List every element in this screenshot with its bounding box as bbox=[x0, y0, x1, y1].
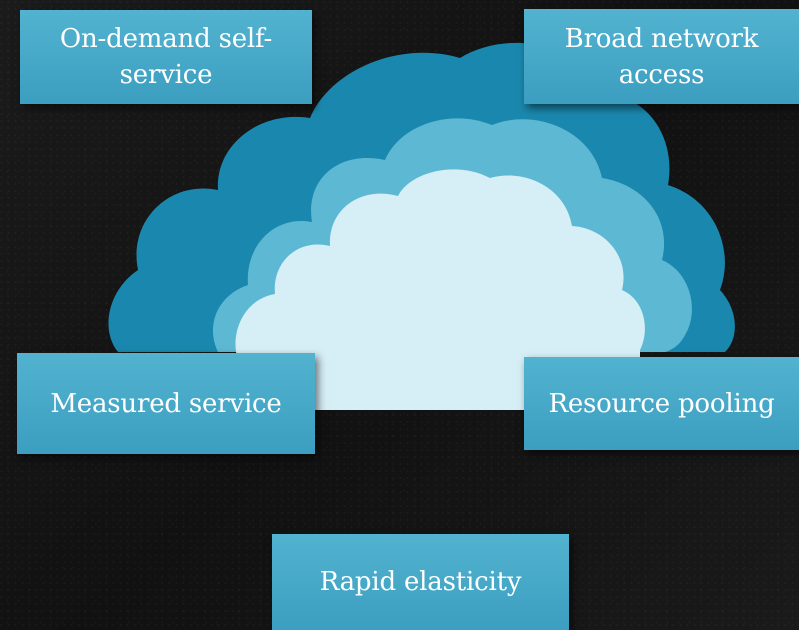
node-broad-network-line-1: Broad network bbox=[564, 23, 759, 54]
cloud-inner-shape bbox=[235, 169, 645, 410]
node-on-demand-line-2: service bbox=[119, 60, 213, 90]
node-broad-network-access: Broad network access bbox=[524, 9, 799, 104]
node-measured-service: Measured service bbox=[17, 353, 315, 454]
node-broad-network-line-2: access bbox=[618, 59, 705, 90]
node-on-demand-line-1: On-demand self- bbox=[59, 24, 273, 54]
node-measured-service-label: Measured service bbox=[50, 388, 282, 419]
node-rapid-elasticity: Rapid elasticity bbox=[272, 534, 569, 630]
node-on-demand-self-service: On-demand self- service bbox=[20, 10, 312, 104]
node-rapid-elasticity-label: Rapid elasticity bbox=[319, 567, 522, 597]
node-resource-pooling: Resource pooling bbox=[524, 357, 799, 450]
node-resource-pooling-label: Resource pooling bbox=[548, 388, 775, 419]
cloud-inner-layer bbox=[235, 169, 645, 410]
